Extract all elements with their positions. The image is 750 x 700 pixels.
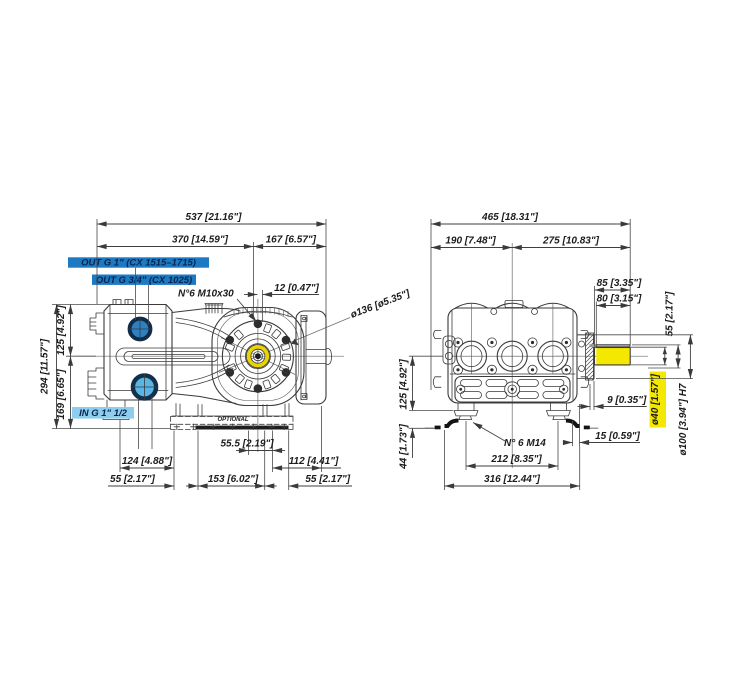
left-view-dimensions: OUT G 1" (CX 1515–1715) OUT G 3/4" (CX 1… — [40, 212, 412, 490]
dim-stud-protrusion: 12 [0.47"] — [274, 283, 319, 294]
dim-shaft-length: 85 [3.35"] — [597, 278, 642, 289]
cylinder-bores — [455, 340, 569, 372]
pump-body-front — [424, 300, 631, 430]
head-bolts — [452, 308, 572, 375]
dim-base-slot: 55.5 [2.19"] — [220, 439, 274, 450]
drive-flange — [221, 319, 294, 393]
outlet-port — [127, 316, 153, 342]
base-rubber-strip — [195, 425, 289, 430]
dim-center-to-shaft-end: 275 [10.83"] — [542, 236, 600, 247]
mounting-feet — [424, 402, 599, 430]
dim-stud-spacing: 212 [8.35"] — [490, 454, 542, 465]
drive-shaft — [593, 344, 631, 366]
left-view: OPTIONAL OUT G 1" (CX 1515–1715) OUT G 3… — [40, 212, 412, 490]
right-view-dimensions: 465 [18.31"] 190 [7.48"] 275 [10.83"] 85… — [399, 212, 694, 490]
dim-mount-height: 44 [1.73"] — [399, 423, 410, 469]
dim-overall-width: 465 [18.31"] — [481, 212, 539, 223]
dim-shaft-diameter: ø40 [1.57"] — [650, 373, 661, 425]
optional-base-plate: OPTIONAL — [170, 416, 294, 430]
label-feet-studs: N° 6 M14 — [504, 438, 546, 449]
dim-top-to-center: 125 [4.92"] — [56, 305, 67, 356]
dim-base-right: 112 [4.41"] — [289, 456, 339, 467]
plunger-housing — [115, 347, 231, 366]
dim-center-to-mount: 125 [4.92"] — [399, 359, 410, 410]
dim-base-left: 124 [4.88"] — [122, 456, 173, 467]
inlet-label-text: IN G 1" 1/2 — [79, 408, 128, 419]
crankcase-front-band — [454, 375, 571, 403]
dim-feet-left: 55 [2.17"] — [110, 474, 155, 485]
outlet-label-2: OUT G 3/4" (CX 1025) — [92, 274, 196, 286]
optional-label: OPTIONAL — [218, 417, 249, 423]
outlet-label-1-text: OUT G 1" (CX 1515–1715) — [81, 258, 196, 269]
dim-center-to-base: 169 [6.65"] — [56, 369, 67, 420]
dim-flange-to-rear: 167 [6.57"] — [266, 235, 317, 246]
inlet-port — [130, 373, 159, 401]
keyway-highlight — [596, 347, 630, 365]
dim-cover-to-shaft: 9 [0.35"] — [607, 395, 647, 406]
dim-overall-length: 537 [21.16"] — [186, 212, 243, 223]
hub-yellow-ring — [246, 344, 270, 368]
bearing-cover-section — [576, 332, 597, 381]
dim-feet-middle: 153 [6.02"] — [208, 474, 259, 485]
base-tick-marks — [173, 423, 288, 430]
leader-arrow — [291, 338, 299, 346]
inlet-label: IN G 1" 1/2 — [72, 407, 134, 419]
dim-foot-to-face: 15 [0.59"] — [595, 431, 640, 442]
manifold — [87, 299, 173, 420]
hub-center — [255, 353, 261, 360]
dim-key-length: 80 [3.15"] — [597, 294, 642, 305]
diagonal-centerline-1 — [218, 317, 351, 373]
dim-front-to-flange: 370 [14.59"] — [172, 235, 229, 246]
right-view: 465 [18.31"] 190 [7.48"] 275 [10.83"] 85… — [399, 212, 694, 490]
outlet-label-1: OUT G 1" (CX 1515–1715) — [68, 257, 209, 269]
label-studs: N°6 M10x30 — [178, 289, 234, 300]
dim-flange-diameter: ø136 [ø5.35"] — [349, 288, 412, 321]
shaft-dia-highlight — [649, 371, 666, 428]
dim-spigot-diameter: ø100 [3.94"] H7 — [678, 383, 689, 455]
outlet-label-2-text: OUT G 3/4" (CX 1025) — [96, 275, 192, 286]
dim-feet-right: 55 [2.17"] — [305, 474, 350, 485]
flange-slots — [225, 323, 292, 390]
dim-key-top-ref: 55 [2.17"] — [665, 291, 676, 336]
dim-left-of-center: 190 [7.48"] — [445, 236, 496, 247]
dim-feet-span: 316 [12.44"] — [484, 474, 541, 485]
dim-overall-height: 294 [11.57"] — [40, 338, 51, 395]
bell-housing — [211, 306, 332, 407]
